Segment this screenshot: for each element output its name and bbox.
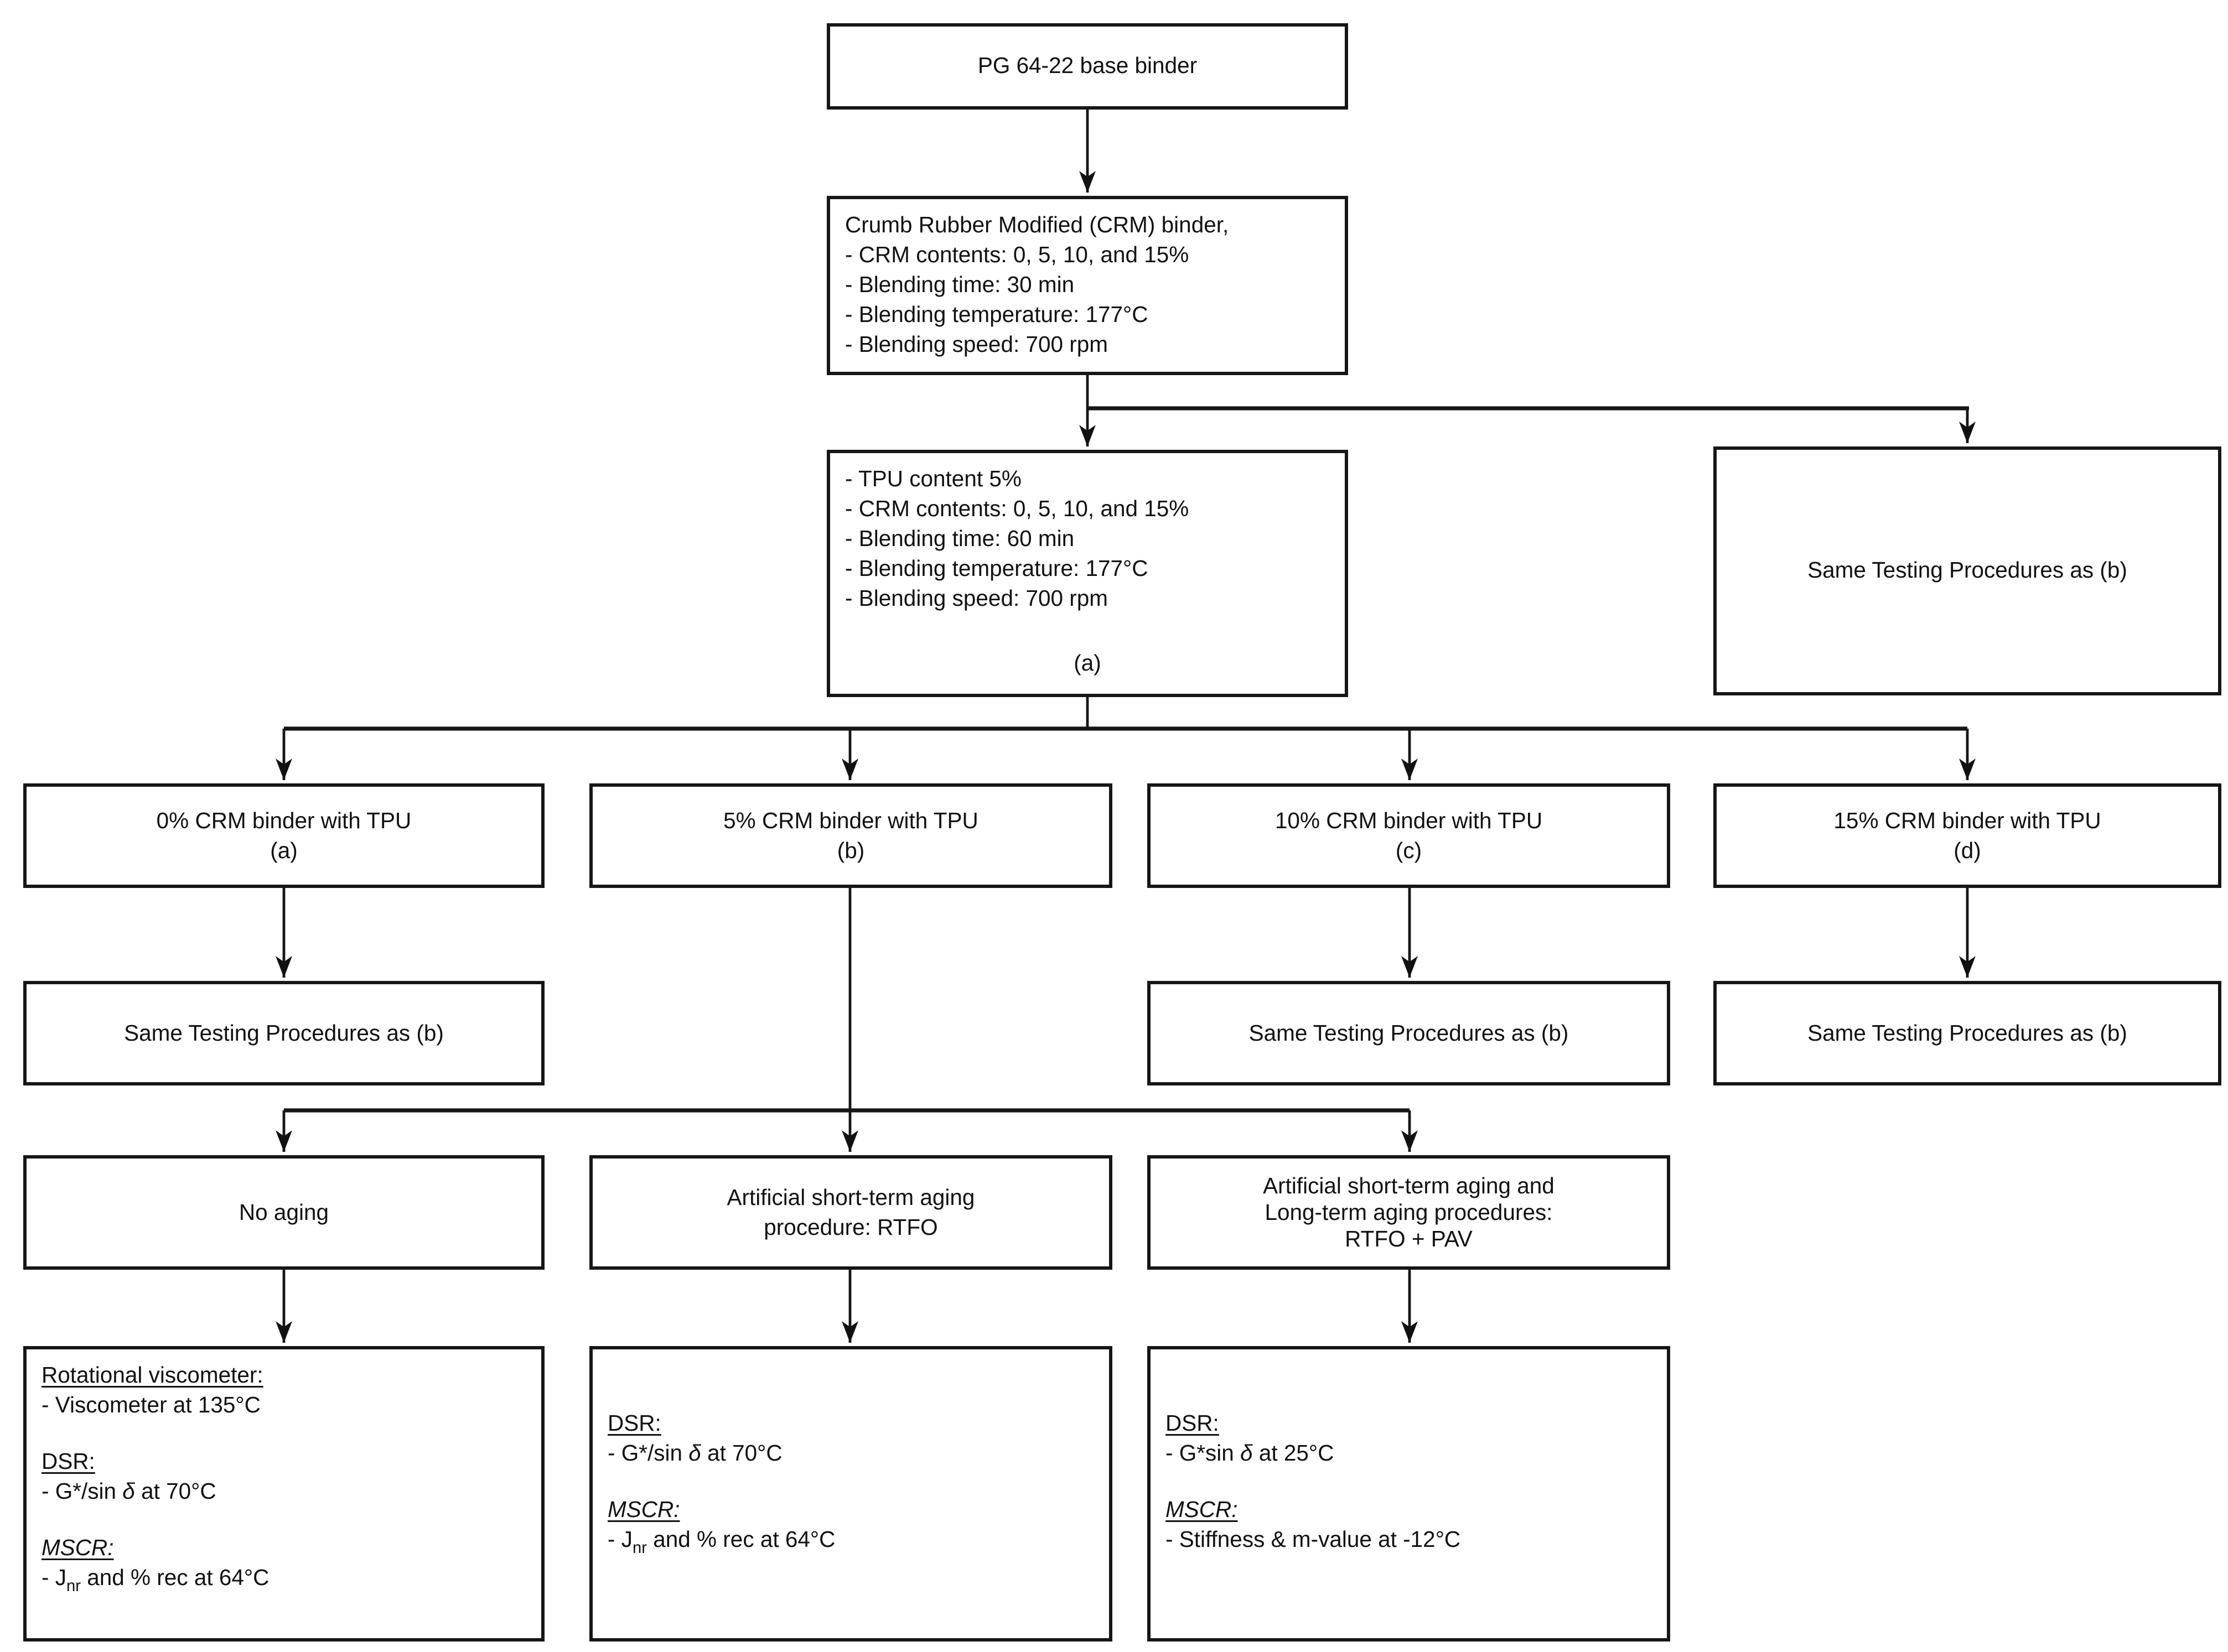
test-item: - Viscometer at 135°C: [42, 1393, 261, 1417]
spacer: [1165, 1469, 1652, 1495]
same-testing-top-label: Same Testing Procedures as (b): [1807, 558, 2127, 583]
node-crm15-branch: 15% CRM binder with TPU (d): [1713, 783, 2221, 888]
test-heading-mscr: MSCR:: [1165, 1497, 1238, 1522]
test-heading-mscr: MSCR:: [42, 1535, 114, 1560]
crm-binder-line: - Blending speed: 700 rpm: [845, 332, 1108, 357]
test-item-text: - J: [42, 1565, 66, 1590]
node-tpu-crm-binder: - TPU content 5% - CRM contents: 0, 5, 1…: [827, 450, 1348, 697]
test-heading-dsr: DSR:: [42, 1449, 95, 1474]
test-heading-dsr: DSR:: [1165, 1411, 1219, 1436]
branch-title: 0% CRM binder with TPU: [156, 807, 412, 833]
test-item-text: - G*/sin: [42, 1479, 123, 1504]
test-item-text: - J: [608, 1527, 633, 1552]
tpu-crm-line: - Blending time: 60 min: [845, 526, 1075, 551]
node-same-testing-top: Same Testing Procedures as (b): [1713, 446, 2221, 695]
test-item-text: at 70°C: [134, 1479, 216, 1504]
branch-tag: (c): [1395, 837, 1422, 863]
test-heading-mscr: MSCR:: [608, 1497, 680, 1522]
same-testing-label: Same Testing Procedures as (b): [1807, 1020, 2127, 1045]
node-same-testing-crm0: Same Testing Procedures as (b): [23, 981, 545, 1085]
node-tests-no-aging: Rotational viscometer: - Viscometer at 1…: [23, 1346, 545, 1641]
crm-binder-line: - Blending temperature: 177°C: [845, 302, 1148, 327]
node-same-testing-crm15: Same Testing Procedures as (b): [1713, 981, 2221, 1085]
aging-line: No aging: [239, 1199, 329, 1224]
crm-binder-line: Crumb Rubber Modified (CRM) binder,: [845, 212, 1229, 237]
tpu-crm-line: - Blending temperature: 177°C: [845, 556, 1148, 581]
aging-line: Artificial short-term aging: [727, 1184, 975, 1209]
node-crm0-branch: 0% CRM binder with TPU (a): [23, 783, 545, 888]
crm-binder-line: - CRM contents: 0, 5, 10, and 15%: [845, 242, 1189, 267]
same-testing-label: Same Testing Procedures as (b): [124, 1020, 444, 1045]
node-rtfo-aging: Artificial short-term aging procedure: R…: [589, 1155, 1112, 1270]
node-tests-rtfo-pav: DSR: - G*sin δ at 25°C MSCR: - Stiffness…: [1147, 1346, 1670, 1641]
test-item-text: at 25°C: [1252, 1441, 1334, 1466]
delta-symbol: δ: [122, 1479, 135, 1504]
branch-title: 10% CRM binder with TPU: [1274, 807, 1543, 833]
tpu-crm-line: - Blending speed: 700 rpm: [845, 586, 1108, 611]
branch-tag: (d): [1954, 837, 1981, 863]
node-base-binder: PG 64-22 base binder: [827, 23, 1348, 110]
delta-symbol: δ: [1240, 1441, 1253, 1466]
jnr-subscript: nr: [633, 1540, 647, 1559]
node-same-testing-crm10: Same Testing Procedures as (b): [1147, 981, 1670, 1085]
branch-tag: (b): [837, 837, 865, 863]
test-item-text: at 70°C: [701, 1441, 783, 1466]
aging-line: RTFO + PAV: [1345, 1225, 1473, 1251]
test-item: - G*/sin δ at 70°C: [42, 1477, 526, 1507]
tpu-crm-line: - CRM contents: 0, 5, 10, and 15%: [845, 496, 1189, 521]
node-base-binder-label: PG 64-22 base binder: [977, 53, 1198, 78]
spacer: [42, 1421, 526, 1447]
tpu-crm-line: - TPU content 5%: [845, 466, 1022, 491]
jnr-subscript: nr: [66, 1578, 81, 1597]
aging-line: Long-term aging procedures:: [1265, 1199, 1553, 1224]
test-item: - Jnr and % rec at 64°C: [42, 1563, 526, 1597]
branch-title: 15% CRM binder with TPU: [1833, 807, 2101, 833]
test-item: - G*/sin δ at 70°C: [608, 1439, 1094, 1469]
branch-title: 5% CRM binder with TPU: [723, 807, 978, 833]
tpu-crm-tag: (a): [1074, 651, 1101, 676]
test-item-text: - G*sin: [1165, 1441, 1241, 1466]
spacer: [42, 1507, 526, 1534]
delta-symbol: δ: [688, 1441, 701, 1466]
node-crm10-branch: 10% CRM binder with TPU (c): [1147, 783, 1670, 888]
crm-binder-line: - Blending time: 30 min: [845, 272, 1075, 297]
test-item: - G*sin δ at 25°C: [1165, 1439, 1652, 1469]
aging-line: procedure: RTFO: [764, 1214, 938, 1239]
node-rtfo-pav-aging: Artificial short-term aging and Long-ter…: [1147, 1155, 1670, 1270]
same-testing-label: Same Testing Procedures as (b): [1248, 1020, 1569, 1045]
test-item: - Jnr and % rec at 64°C: [608, 1525, 1094, 1559]
test-item-text: - G*/sin: [608, 1441, 689, 1466]
branch-tag: (a): [270, 837, 298, 863]
aging-line: Artificial short-term aging and: [1263, 1172, 1555, 1198]
test-item-text: and % rec at 64°C: [646, 1527, 836, 1552]
node-crm5-branch: 5% CRM binder with TPU (b): [589, 783, 1112, 888]
test-item-text: and % rec at 64°C: [80, 1565, 270, 1590]
node-crm-binder: Crumb Rubber Modified (CRM) binder, - CR…: [827, 196, 1348, 375]
test-heading-dsr: DSR:: [608, 1411, 661, 1436]
node-no-aging: No aging: [23, 1155, 545, 1270]
spacer: [608, 1469, 1094, 1495]
test-item: - Stiffness & m-value at -12°C: [1165, 1527, 1461, 1552]
node-tests-rtfo: DSR: - G*/sin δ at 70°C MSCR: - Jnr and …: [589, 1346, 1112, 1641]
test-heading-rotational-viscometer: Rotational viscometer:: [42, 1363, 263, 1388]
connector-group: [276, 110, 1976, 1343]
